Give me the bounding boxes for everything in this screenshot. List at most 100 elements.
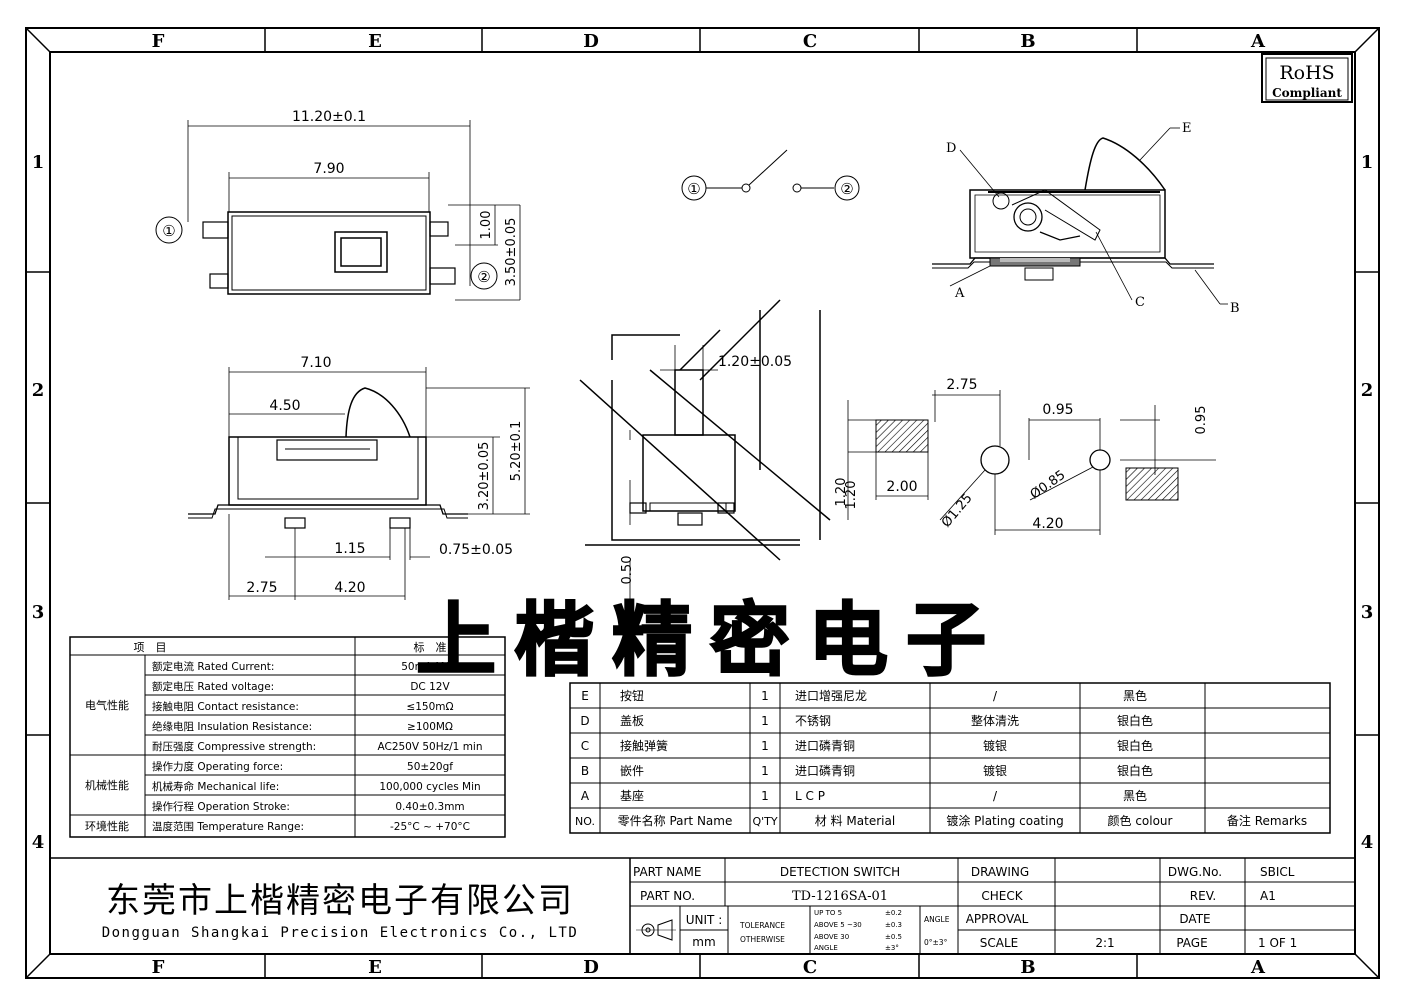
- part-no: D: [580, 714, 589, 728]
- spec-header-standard: 标 准: [414, 640, 447, 654]
- label-d: D: [946, 141, 956, 156]
- zone-left-4: 4: [32, 832, 45, 853]
- part-no-label: PART NO.: [640, 889, 695, 903]
- dim-height: 3.50±0.05: [504, 218, 519, 287]
- rohs-badge: RoHS Compliant: [1261, 53, 1353, 103]
- terminal-1-label: ①: [162, 222, 175, 240]
- spec-header-item: 项 目: [134, 641, 167, 654]
- side-view: 7.10 4.50 3.20±0.05 5.20±0.1 1.15 0.75±0…: [188, 355, 530, 600]
- zone-bottom-a: A: [1250, 957, 1266, 978]
- spec-row-value: DC 12V: [410, 681, 450, 693]
- rohs-text: RoHS: [1279, 62, 1334, 84]
- part-colour: 银白色: [1117, 713, 1153, 728]
- part-colour: 黑色: [1123, 689, 1147, 703]
- spec-group-electrical: 电气性能: [85, 698, 129, 712]
- label-c: C: [1135, 295, 1145, 310]
- parts-header-name: 零件名称 Part Name: [618, 813, 733, 828]
- spec-row-value: AC250V 50Hz/1 min: [377, 741, 482, 753]
- zone-top-f: F: [152, 31, 165, 52]
- company-name-cn: 东莞市上楷精密电子有限公司: [106, 881, 574, 921]
- dim-075: 0.75±0.05: [439, 542, 513, 558]
- tol-range: ABOVE 5 ~30: [814, 921, 862, 929]
- switch-schematic: ① ②: [681, 149, 860, 201]
- dim-275: 2.75: [246, 580, 277, 596]
- part-plating: /: [993, 689, 998, 703]
- pcb-dim-275: 2.75: [946, 377, 977, 393]
- part-no: C: [581, 739, 589, 753]
- part-qty: 1: [761, 739, 769, 753]
- part-colour: 银白色: [1117, 763, 1153, 778]
- part-material: 进口增强尼龙: [795, 689, 867, 703]
- spec-row-value: 100,000 cycles Min: [379, 781, 480, 793]
- zone-top-c: C: [803, 31, 817, 52]
- rev-value: A1: [1260, 889, 1276, 903]
- pcb-dim-120: 1.20: [834, 478, 849, 507]
- dim-420: 4.20: [334, 580, 365, 596]
- scale-value: 2:1: [1095, 936, 1114, 950]
- spec-row-item: 操作行程 Operation Stroke:: [152, 800, 290, 813]
- rohs-compliant-text: Compliant: [1272, 86, 1342, 100]
- part-plating: 镀银: [983, 764, 1007, 778]
- section-view: D E A C B: [932, 121, 1240, 316]
- tol-range: UP TO 5: [814, 909, 842, 917]
- part-name: 盖板: [620, 714, 644, 728]
- part-colour: 黑色: [1123, 789, 1147, 803]
- part-plating: 镀银: [983, 739, 1007, 753]
- spec-row-value: 50±20gf: [407, 761, 453, 773]
- spec-row-item: 接触电阻 Contact resistance:: [152, 700, 299, 713]
- label-a: A: [954, 286, 965, 301]
- zone-bottom-d: D: [583, 957, 599, 978]
- zone-bottom-c: C: [803, 957, 817, 978]
- zone-left-2: 2: [32, 380, 45, 401]
- dim-length-710: 7.10: [300, 355, 331, 371]
- otherwise-label: OTHERWISE: [740, 935, 785, 944]
- spec-row-item: 机械寿命 Mechanical life:: [152, 780, 279, 793]
- dim-115: 1.15: [334, 541, 365, 557]
- dim-gap: 1.00: [479, 211, 494, 240]
- watermark-text: 上楷精密电子: [416, 594, 1004, 687]
- spec-row-value: 50mA MAX: [401, 661, 459, 673]
- parts-header-remarks: 备注 Remarks: [1227, 813, 1307, 828]
- part-name: 嵌件: [620, 764, 644, 778]
- scale-label: SCALE: [980, 936, 1018, 950]
- angle-label: ANGLE: [924, 915, 950, 924]
- tol-range: ABOVE 30: [814, 933, 849, 941]
- unit-value: mm: [692, 935, 715, 949]
- dwg-no-value: SBICL: [1260, 865, 1295, 879]
- dim-overall-width: 11.20±0.1: [292, 109, 366, 125]
- zone-top-b: B: [1020, 31, 1035, 52]
- spec-row-value: 0.40±0.3mm: [395, 801, 464, 813]
- zone-right-3: 3: [1361, 602, 1374, 623]
- pcb-dim-200: 2.00: [886, 479, 917, 495]
- zone-right-4: 4: [1361, 832, 1374, 853]
- part-material: 进口磷青铜: [795, 763, 855, 778]
- zone-left-3: 3: [32, 602, 45, 623]
- parts-table: E 按钮 1 进口增强尼龙 / 黑色 D 盖板 1 不锈钢 整体清洗 银白色 C…: [569, 682, 1331, 834]
- parts-header-plating: 镀涂 Plating coating: [946, 813, 1063, 828]
- part-material: 进口磷青铜: [795, 738, 855, 753]
- pcb-dim-420: 4.20: [1032, 516, 1063, 532]
- spec-row-value: ≤150mΩ: [406, 701, 453, 713]
- approval-label: APPROVAL: [966, 912, 1029, 926]
- schematic-terminal-1: ①: [687, 180, 700, 198]
- projection-symbol-icon: [636, 919, 676, 941]
- terminal-2-label: ②: [477, 268, 490, 286]
- pcb-dim-095-vertical: 0.95: [1194, 406, 1209, 435]
- page-value: 1 OF 1: [1258, 936, 1297, 950]
- dim-height-320: 3.20±0.05: [477, 442, 492, 511]
- pcb-dim-095-horizontal: 0.95: [1042, 402, 1073, 418]
- zone-bottom-e: E: [368, 957, 382, 978]
- title-block: 东莞市上楷精密电子有限公司 Dongguan Shangkai Precisio…: [50, 857, 1355, 954]
- part-name-label: PART NAME: [633, 865, 701, 879]
- part-material: 不锈钢: [795, 714, 831, 728]
- dim-front-050: 0.50: [620, 556, 635, 585]
- part-no: E: [581, 689, 589, 703]
- part-plating: /: [993, 789, 998, 803]
- spec-group-environmental: 环境性能: [85, 819, 129, 833]
- part-name: 基座: [620, 788, 644, 803]
- spec-row-item: 额定电流 Rated Current:: [152, 660, 274, 673]
- parts-header-no: NO.: [575, 815, 595, 828]
- dim-stem-width: 1.20±0.05: [718, 354, 792, 370]
- tol-value: ±3°: [885, 944, 899, 952]
